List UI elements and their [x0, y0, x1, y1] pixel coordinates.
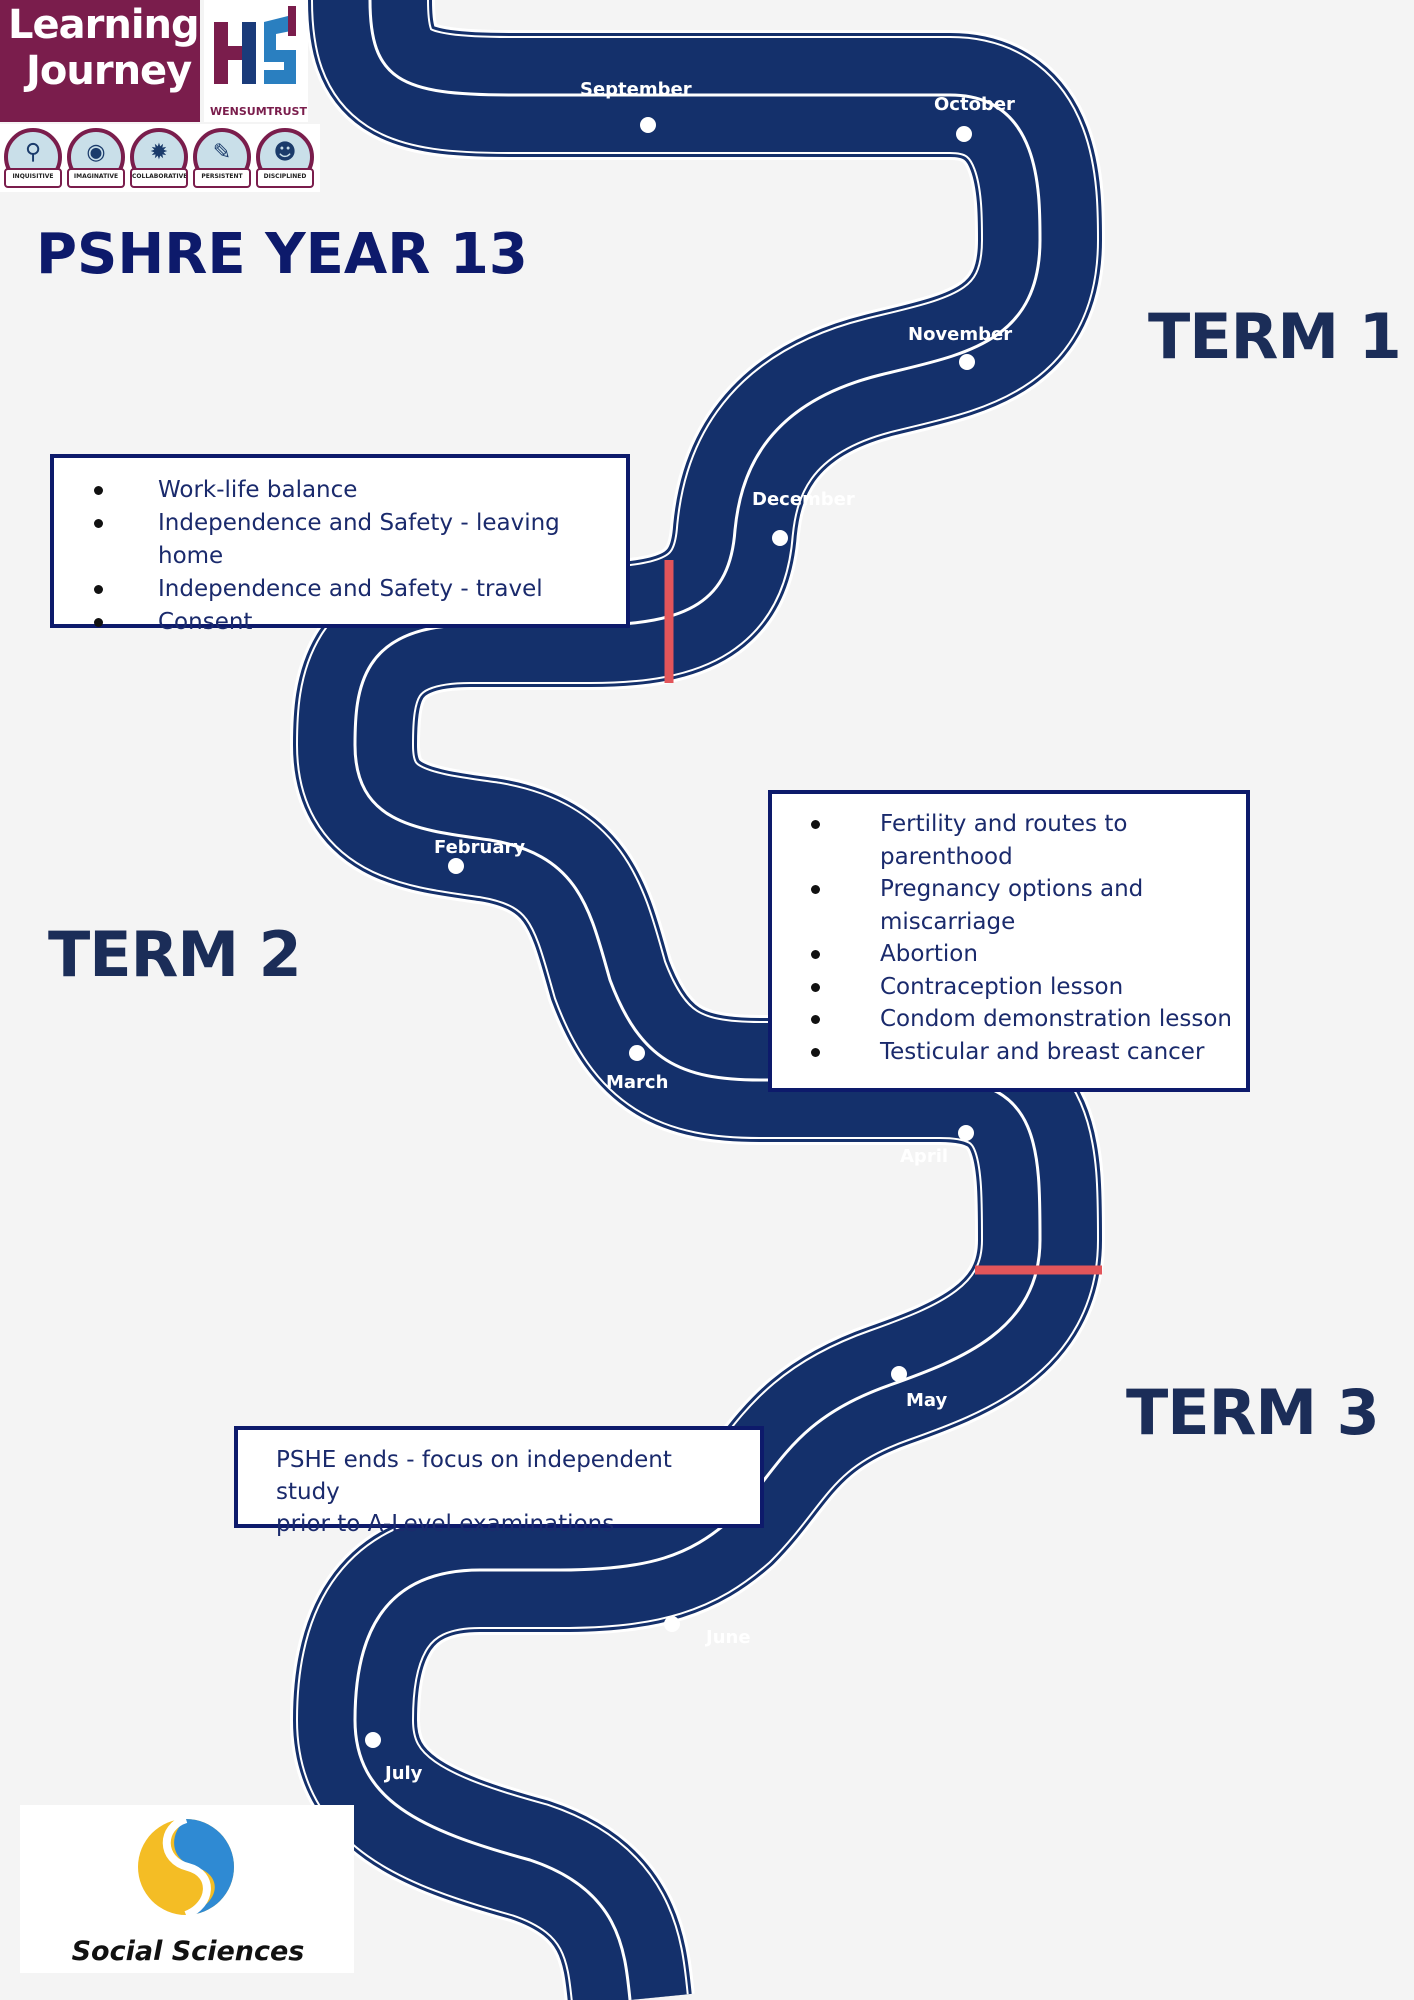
topic-item: Condom demonstration lesson [811, 1003, 1246, 1036]
learning-journey-logo: Learning Journey [0, 0, 200, 122]
month-markers: September October November December Febr… [365, 79, 1015, 1784]
month-label-february: February [434, 837, 525, 858]
school-values: ⚲ INQUISITIVE ◉ IMAGINATIVE ✹ COLLABORAT… [0, 124, 320, 192]
term1-topic-list: Work-life balance Independence and Safet… [94, 474, 626, 639]
month-dot-june [664, 1616, 680, 1632]
month-label-september: September [580, 79, 692, 100]
topic-item: Independence and Safety - leaving home [94, 507, 626, 573]
topic-item: Consent [94, 606, 626, 639]
magnifier-icon: ⚲ [24, 140, 42, 165]
month-label-december: December [752, 489, 855, 510]
term2-topics-box: Fertility and routes to parenthood Pregn… [768, 790, 1250, 1092]
month-dot-march [629, 1045, 645, 1061]
value-label: IMAGINATIVE [67, 168, 125, 188]
value-collaborative: ✹ COLLABORATIVE [130, 128, 188, 188]
trust-logo: WENSUMTRUST [204, 0, 308, 122]
trust-name: WENSUMTRUST [210, 105, 307, 118]
head-icon: ☻ [273, 140, 297, 165]
logo-line-2: Journey [26, 48, 192, 94]
value-label: PERSISTENT [193, 168, 251, 188]
term3-note-line-2: prior to A-Level examinations [276, 1511, 615, 1537]
logo-line-1: Learning [8, 2, 200, 48]
month-dot-february [448, 858, 464, 874]
value-label: COLLABORATIVE [130, 168, 188, 188]
month-label-november: November [908, 324, 1012, 345]
term1-topics-box: Work-life balance Independence and Safet… [50, 454, 630, 635]
value-disciplined: ☻ DISCIPLINED [256, 128, 314, 188]
month-label-june: June [704, 1627, 751, 1648]
lightbulb-head-icon: ◉ [86, 140, 106, 165]
month-dot-december [772, 530, 788, 546]
topic-item: Independence and Safety - travel [94, 573, 626, 606]
value-label: DISCIPLINED [256, 168, 314, 188]
month-label-october: October [934, 94, 1015, 115]
topic-item: Fertility and routes to parenthood [811, 808, 1246, 873]
topic-item: Work-life balance [94, 474, 626, 507]
term1-heading: TERM 1 [1148, 300, 1402, 373]
term2-heading: TERM 2 [48, 918, 302, 991]
page-title: PSHRE YEAR 13 [36, 222, 528, 287]
social-sciences-s-icon [138, 1815, 234, 1919]
topic-item: Pregnancy options and miscarriage [811, 873, 1246, 938]
month-dot-may [891, 1366, 907, 1382]
group-icon: ✹ [149, 140, 169, 165]
topic-item: Abortion [811, 938, 1246, 971]
topic-item: Contraception lesson [811, 971, 1246, 1004]
month-label-april: April [900, 1146, 948, 1167]
value-imaginative: ◉ IMAGINATIVE [67, 128, 125, 188]
month-label-may: May [906, 1390, 948, 1411]
value-label: INQUISITIVE [4, 168, 62, 188]
term3-note-box: PSHE ends - focus on independent study p… [234, 1426, 764, 1537]
month-dot-november [959, 354, 975, 370]
term3-note-line-1: PSHE ends - focus on independent study [276, 1447, 672, 1505]
hs-monogram-icon [214, 6, 296, 84]
value-persistent: ✎ PERSISTENT [193, 128, 251, 188]
month-dot-october [956, 126, 972, 142]
document-icon: ✎ [212, 140, 232, 165]
department-name: Social Sciences [71, 1936, 305, 1967]
month-label-july: July [383, 1763, 423, 1784]
month-dot-april [958, 1125, 974, 1141]
month-dot-september [640, 117, 656, 133]
term2-topic-list: Fertility and routes to parenthood Pregn… [811, 808, 1246, 1069]
value-inquisitive: ⚲ INQUISITIVE [4, 128, 62, 188]
month-dot-july [365, 1732, 381, 1748]
term3-heading: TERM 3 [1126, 1376, 1380, 1449]
topic-item: Testicular and breast cancer [811, 1036, 1246, 1069]
social-sciences-logo: Social Sciences [20, 1805, 354, 1973]
month-label-march: March [606, 1072, 668, 1093]
